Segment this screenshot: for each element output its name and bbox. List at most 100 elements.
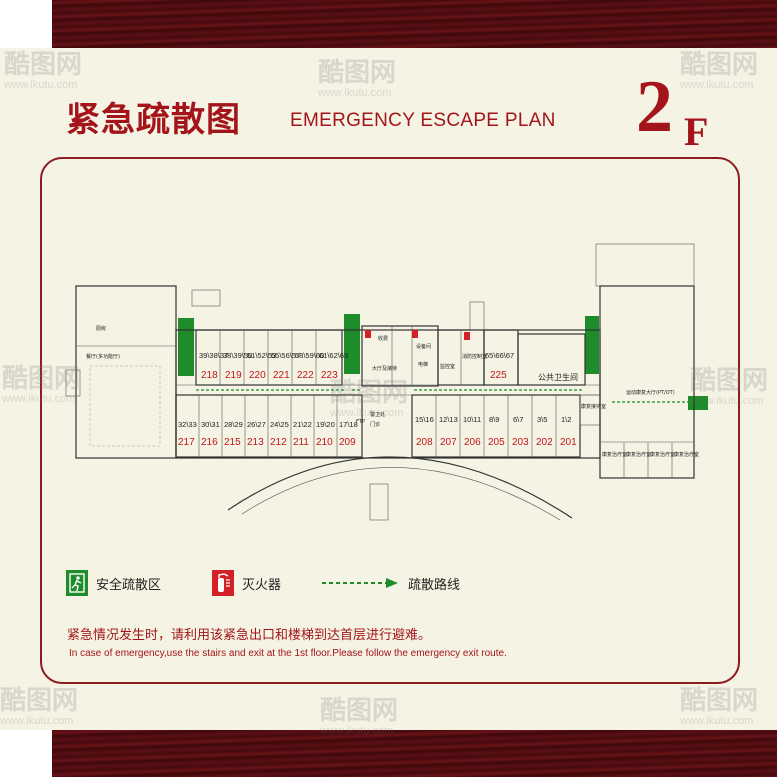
plan-frame: [40, 157, 740, 684]
room-223: 223: [321, 370, 338, 381]
room-222: 222: [297, 370, 314, 381]
left-wing: [75, 285, 177, 459]
room-223-beds: 61\62\63: [319, 351, 348, 360]
room-207: 207: [440, 437, 457, 448]
rehab-reception-box: [579, 394, 601, 426]
rehab-room-label-2: 康复治疗室: [626, 451, 651, 458]
rehab-room-label-3: 康复治疗室: [650, 451, 675, 458]
safe-zone-center: [344, 314, 360, 374]
room-218-beds: 39\38\37: [199, 351, 228, 360]
room-211-beds: 21\22: [293, 420, 312, 429]
rooms-bottom-left: 32\33 217 30\31 216 28\29 215 26\27 213 …: [175, 394, 363, 458]
room-222-beds: 58\59\60: [295, 351, 324, 360]
room-218: 218: [201, 370, 218, 381]
room-210: 210: [316, 437, 333, 448]
room-210-beds: 19\20: [316, 420, 335, 429]
center-service: 收费 设备间 大厅及接待 电梯: [361, 325, 439, 387]
safe-zone-right: [585, 316, 599, 374]
room-202-beds: 3\5: [537, 415, 547, 424]
room-207-beds: 12\13: [439, 415, 458, 424]
room-205: 205: [488, 437, 505, 448]
room-215: 215: [224, 437, 241, 448]
extinguisher-marker: [464, 332, 470, 340]
legend-route: 疏散路线: [320, 568, 460, 598]
monitor-label: 监控室: [440, 363, 455, 370]
elevator-label: 电梯: [418, 361, 428, 368]
rehab-room-label-1: 康复治疗室: [602, 451, 627, 458]
room-201: 201: [560, 437, 577, 448]
floor-plan: 厨房 餐厅(多功能厅) 39\38\37 218 38\39\50 219 51…: [65, 243, 708, 521]
room-213-beds: 26\27: [247, 420, 266, 429]
room-217-beds: 32\33: [178, 420, 197, 429]
title-english: EMERGENCY ESCAPE PLAN: [290, 110, 556, 131]
room-216-beds: 30\31: [201, 420, 220, 429]
rooms-bottom-right: 15\16 208 12\13 207 10\11 206 8\9 205 6\…: [411, 394, 581, 458]
room-219: 219: [225, 370, 242, 381]
extinguisher-marker: [412, 330, 418, 338]
lobby-label: 大厅及接待: [372, 365, 397, 372]
room-221: 221: [273, 370, 290, 381]
room-208-beds: 15\16: [415, 415, 434, 424]
wood-banner-top: [52, 0, 777, 48]
room-212-beds: 24\25: [270, 420, 289, 429]
sign-board: [0, 48, 777, 730]
notice-english: In case of emergency,use the stairs and …: [69, 648, 507, 659]
room-221-beds: 55\56\57: [271, 351, 300, 360]
public-toilet-label: 公共卫生间: [538, 372, 578, 382]
exit-icon: [66, 570, 88, 596]
toilet-box: [517, 333, 586, 386]
room-206-beds: 10\11: [463, 415, 481, 424]
floor-letter: F: [684, 109, 709, 154]
room-216: 216: [201, 437, 218, 448]
rehab-hall-label: 运动康复大厅(PT/OT): [626, 389, 675, 396]
room-208: 208: [416, 437, 433, 448]
room-225-beds: 65\66\67: [485, 351, 514, 360]
rooms-top-row: 39\38\37 218 38\39\50 219 51\52\53 220 5…: [195, 329, 348, 386]
title-chinese: 紧急疏散图: [66, 100, 241, 140]
room-209: 209: [339, 437, 356, 448]
fire-control-label: 消防控制室: [462, 353, 487, 360]
kitchen-label: 厨房: [96, 325, 106, 332]
room-220-beds: 51\52\53: [247, 351, 276, 360]
rehab-room-label-4: 康复治疗室: [674, 451, 699, 458]
control-rooms: 监控室 消防控制室: [437, 329, 487, 386]
room-217: 217: [178, 437, 195, 448]
room-206: 206: [464, 437, 481, 448]
clinic-label: 门诊: [370, 421, 380, 428]
rehab-reception-label: 康复接待室: [581, 403, 606, 410]
notice-chinese: 紧急情况发生时，请利用该紧急出口和楼梯到达首层进行避难。: [67, 628, 432, 643]
legend-safe-zone: 安全疏散区: [66, 568, 161, 598]
legend-extinguisher-label: 灭火器: [242, 577, 282, 593]
legend-extinguisher: 灭火器: [212, 568, 281, 598]
room-209-beds: 17\18: [339, 420, 358, 429]
dining-tables: [89, 365, 161, 447]
room-220: 220: [249, 370, 266, 381]
room-219-beds: 38\39\50: [223, 351, 252, 360]
stair-left: [65, 369, 81, 397]
wood-banner-bottom: [52, 730, 777, 777]
room-225: 225: [490, 370, 507, 381]
stair-top-left: [191, 289, 221, 307]
canopy-arc: [227, 456, 573, 519]
stair-center: [469, 301, 485, 331]
room-205-beds: 8\9: [489, 415, 499, 424]
room-212: 212: [270, 437, 287, 448]
gate-label: 警卫处: [370, 411, 385, 418]
route-arrow-icon: [322, 578, 398, 588]
stair-front: [369, 483, 389, 521]
evacuation-route: [196, 389, 688, 403]
room-213: 213: [247, 437, 264, 448]
dining-label: 餐厅(多功能厅): [86, 353, 120, 360]
room-201-beds: 1\2: [561, 415, 571, 424]
room-203: 203: [512, 437, 529, 448]
equipment-label: 设备间: [416, 343, 431, 350]
right-wing: 运动康复大厅(PT/OT) 康复治疗室 康复治疗室 康复治疗室 康复治疗室: [595, 243, 699, 479]
room-202: 202: [536, 437, 553, 448]
fire-extinguisher-icon: [212, 570, 234, 596]
room-215-beds: 28\29: [224, 420, 243, 429]
room-211: 211: [293, 437, 309, 448]
legend-safe-zone-label: 安全疏散区: [96, 577, 162, 593]
extinguisher-marker: [365, 330, 371, 338]
exit-sign-right: [688, 396, 708, 410]
room-203-beds: 6\7: [513, 415, 523, 424]
